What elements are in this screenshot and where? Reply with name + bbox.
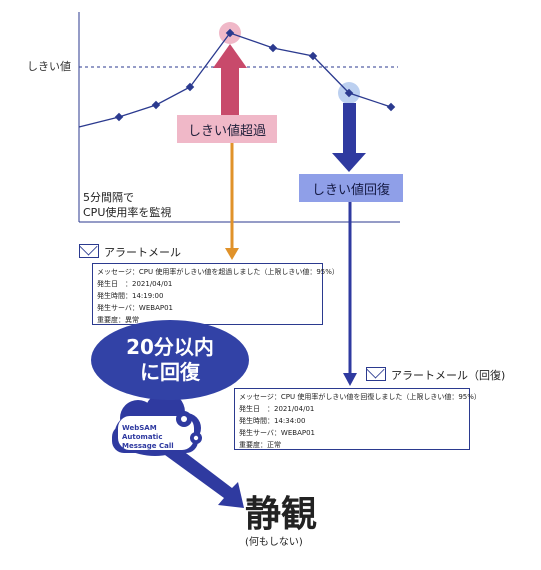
point [151,100,161,110]
logo-line3: Message Call [122,442,174,450]
alert-mail-time: 発生時間：14:19:00 [97,292,164,300]
exceed-arrow [213,44,247,115]
exceed-label: しきい値超過 [177,115,277,143]
recover-mail-date: 発生日 ：2021/04/01 [239,405,315,413]
alert-mail-severity: 重要度：異常 [97,316,139,324]
threshold-label: しきい値 [27,60,71,73]
alert-mail-box: メッセージ：CPU 使用率がしきい値を超過しました（上限しきい値：95%） 発生… [92,263,339,325]
recover-mail-title: アラートメール（回復) [391,369,506,382]
alert-mail-title: アラートメール [104,246,181,259]
logo-line2: Automatic [122,433,162,441]
chart-caption: 5分間隔で CPU使用率を監視 [83,190,223,220]
recover-arrow [332,103,366,172]
alert-mail-server: 発生サーバ：WEBAP01 [97,304,173,312]
recovery-window-callout: 20分以内 に回復 [91,320,249,400]
alert-mail-message: メッセージ：CPU 使用率がしきい値を超過しました（上限しきい値：95%） [97,268,339,276]
point [344,88,354,98]
recover-mail-time: 発生時間：14:34:00 [239,417,306,425]
point [386,102,396,112]
result-arrow [165,447,244,508]
alert-mail-date: 発生日 ：2021/04/01 [97,280,173,288]
chart-caption-line1: 5分間隔で [83,191,134,204]
callout-line1: 20分以内 [126,335,214,359]
point [185,82,195,92]
mail-icon [366,367,386,381]
recover-mail-box: メッセージ：CPU 使用率がしきい値を回復しました（上限しきい値：95%） 発生… [234,388,481,450]
chart-caption-line2: CPU使用率を監視 [83,206,172,219]
recover-connector-head [343,373,357,386]
callout-line2: に回復 [140,360,200,384]
result-subtitle: (何もしない) [245,537,303,548]
point [308,51,318,61]
websam-cloud-logo: WebSAM Automatic Message Call [112,392,202,456]
point [268,43,278,53]
recover-mail-message: メッセージ：CPU 使用率がしきい値を回復しました（上限しきい値：95%） [239,393,481,401]
result-title: 静観 [245,493,318,535]
point [114,112,124,122]
recover-mail-severity: 重要度：正常 [239,441,281,449]
exceed-connector-head [225,248,239,260]
logo-line1: WebSAM [122,424,157,432]
recover-label: しきい値回復 [299,174,403,202]
recover-mail-server: 発生サーバ：WEBAP01 [239,429,315,437]
mail-icon [79,244,99,258]
